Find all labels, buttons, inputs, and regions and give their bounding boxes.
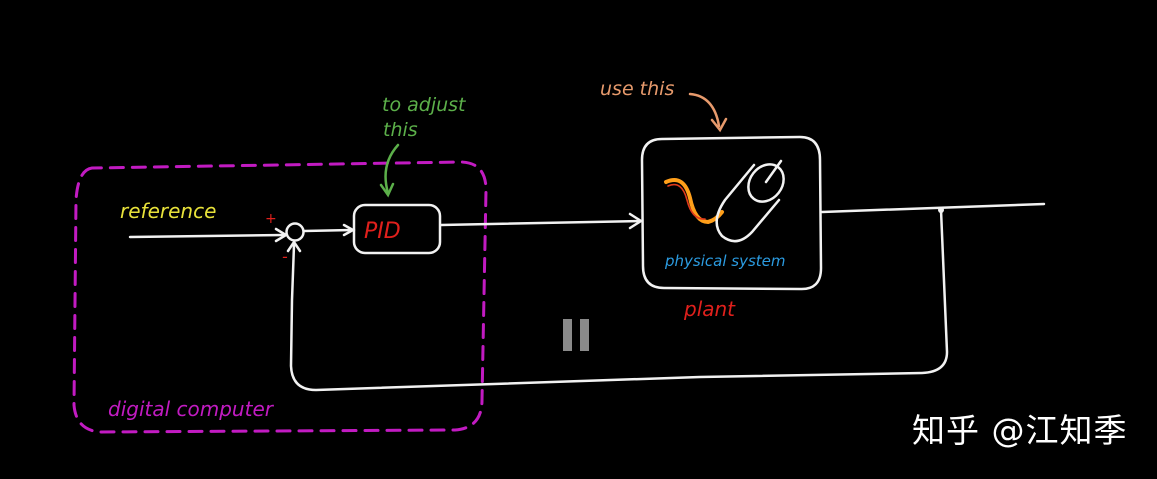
plant-output-line <box>820 202 1046 214</box>
feedback-line <box>289 208 949 392</box>
use-this-arrowhead <box>710 117 728 133</box>
junction-to-pid-line <box>302 228 354 233</box>
physical-system-label: physical system <box>664 252 786 270</box>
adjust-arrow <box>384 143 400 195</box>
adjust-label-line2: this <box>383 119 418 141</box>
spring-icon <box>664 178 724 225</box>
reference-label: reference <box>120 199 216 223</box>
digital-computer-boundary <box>72 160 488 434</box>
pid-to-plant-arrowhead <box>628 212 644 230</box>
minus-sign: - <box>282 247 288 266</box>
feedback-arrowhead <box>286 239 302 253</box>
watermark: 知乎 @江知季 <box>912 411 1128 450</box>
adjust-arrowhead <box>379 182 395 198</box>
cylinder-mass-icon <box>715 159 785 243</box>
use-this-label: use this <box>600 78 674 100</box>
use-this-arrow <box>688 92 721 128</box>
spring-inner-icon <box>667 183 706 220</box>
digital-computer-label: digital computer <box>108 397 275 421</box>
summing-junction <box>285 222 305 242</box>
adjust-label-line1: to adjust <box>382 94 467 116</box>
pid-label: PID <box>364 219 401 244</box>
pause-icon[interactable] <box>563 319 589 351</box>
plant-block <box>640 135 823 291</box>
pid-to-plant-line <box>439 219 642 227</box>
pid-block <box>352 203 442 255</box>
plus-sign: + <box>265 211 277 227</box>
plant-label: plant <box>683 297 736 321</box>
reference-line <box>128 233 286 239</box>
